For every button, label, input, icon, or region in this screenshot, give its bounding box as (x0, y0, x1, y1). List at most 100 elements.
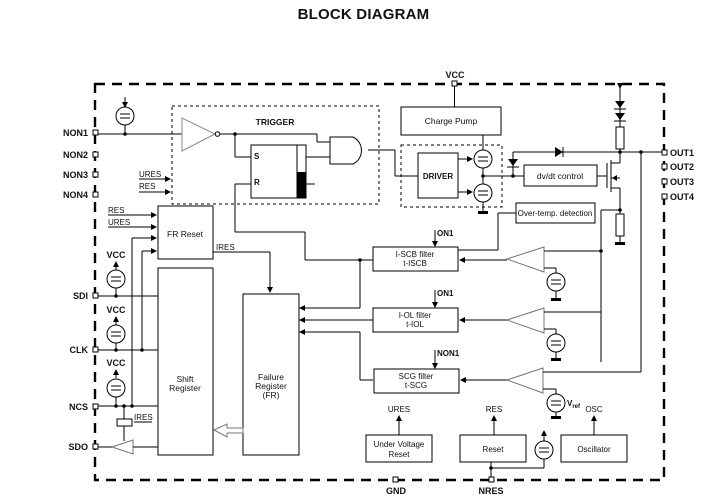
current-source-non1 (115, 106, 135, 126)
pin-clk: CLK (70, 345, 99, 355)
svg-text:GND: GND (386, 486, 407, 496)
svg-text:dv/dt control: dv/dt control (537, 171, 583, 181)
svg-text:t-SCG: t-SCG (405, 381, 427, 390)
vref-source (546, 393, 566, 413)
trigger-region (171, 105, 380, 205)
pin-out4: OUT4 (661, 192, 694, 202)
zener-diode-top-2 (615, 113, 625, 120)
iol-on-label: ON1 (437, 289, 454, 298)
trigger-res-label: RES (139, 182, 155, 191)
ncs-vcc-label: VCC (106, 358, 126, 368)
svg-text:NON3: NON3 (63, 170, 88, 180)
svg-text:NON4: NON4 (63, 190, 88, 200)
svg-text:OUT3: OUT3 (670, 177, 694, 187)
svg-text:t-IOL: t-IOL (406, 320, 424, 329)
driver-block: DRIVER (417, 152, 459, 199)
svg-text:Oscillator: Oscillator (577, 445, 611, 454)
svg-text:I-OL filter: I-OL filter (399, 311, 432, 320)
ires-switch (116, 418, 133, 427)
fr-reset-block: FR Reset (157, 205, 214, 260)
svg-text:OUT1: OUT1 (670, 148, 694, 158)
overtemp-block: Over-temp. detection (515, 202, 596, 224)
pin-non2: NON2 (63, 150, 99, 160)
reset-res-label: RES (486, 405, 502, 414)
reset-block: Reset (459, 434, 527, 463)
svg-text:R: R (254, 178, 260, 187)
pin-gnd: GND (386, 476, 407, 496)
svg-text:Register: Register (255, 381, 287, 391)
comparator-iol (505, 307, 545, 334)
failure-register-block: Failure Register (FR) (242, 293, 300, 456)
ires-ncs-label: IRES (134, 413, 153, 422)
pin-non4: NON4 (63, 190, 99, 200)
svg-text:NRES: NRES (478, 486, 503, 496)
resistor-top (615, 126, 625, 150)
svg-text:Charge Pump: Charge Pump (425, 116, 478, 126)
resistor-sense (615, 213, 625, 237)
comparator-scg (505, 367, 544, 394)
current-source-ncs (106, 378, 126, 398)
svg-text:Shift: Shift (176, 374, 194, 384)
svg-text:Failure: Failure (258, 372, 284, 382)
svg-text:NON1: NON1 (63, 128, 88, 138)
dvdt-control-block: dv/dt control (523, 164, 598, 187)
ires-label: IRES (216, 243, 235, 252)
trigger-label: TRIGGER (256, 117, 295, 127)
svg-text:SDI: SDI (73, 291, 88, 301)
trigger-ures-label: URES (139, 170, 161, 179)
iol-filter-block: I-OL filter t-IOL (372, 307, 459, 333)
scg-non-label: NON1 (437, 349, 460, 358)
pin-sdi: SDI (73, 291, 99, 301)
svg-text:FR Reset: FR Reset (167, 229, 204, 239)
frreset-ures-label: URES (108, 218, 130, 227)
svg-text:I-SCB filter: I-SCB filter (396, 250, 435, 259)
svg-text:VCC: VCC (445, 70, 465, 80)
svg-text:CLK: CLK (70, 345, 89, 355)
svg-text:S: S (254, 152, 260, 161)
current-source-driver-high (473, 149, 493, 169)
pin-out1: OUT1 (661, 148, 694, 158)
svg-text:SCG filter: SCG filter (399, 372, 434, 381)
diagram-title: BLOCK DIAGRAM (297, 6, 430, 23)
frreset-res-label: RES (108, 206, 124, 215)
clamp-diode (508, 159, 518, 166)
pin-out2: OUT2 (661, 162, 694, 172)
svg-text:OUT2: OUT2 (670, 162, 694, 172)
pin-ncs: NCS (69, 402, 99, 412)
oscillator-block: Oscillator (560, 434, 628, 463)
sdo-buffer (110, 439, 134, 455)
flip-flop: S R (250, 144, 307, 199)
svg-text:Over-temp. detection: Over-temp. detection (518, 209, 593, 218)
power-mosfet (606, 160, 620, 192)
svg-text:NCS: NCS (69, 402, 88, 412)
data-transfer-arrow (212, 423, 244, 438)
under-voltage-reset-block: Under Voltage Reset (365, 434, 433, 463)
comparator-iscb (505, 246, 545, 273)
current-source-driver-low (473, 183, 493, 203)
ground-symbol (478, 211, 488, 214)
svg-text:(FR): (FR) (263, 390, 280, 400)
pin-vcc: VCC (445, 70, 465, 107)
current-source-iscb (546, 272, 566, 292)
and-gate (329, 136, 362, 165)
svg-text:DRIVER: DRIVER (423, 172, 453, 181)
inverter (181, 117, 221, 152)
current-source-sdi (106, 269, 126, 289)
current-source-iol (546, 333, 566, 353)
pin-non3: NON3 (63, 170, 99, 180)
uv-ures-label: URES (388, 405, 410, 414)
svg-text:Register: Register (169, 383, 201, 393)
zener-diode (555, 147, 563, 157)
iscb-filter-block: I-SCB filter t-ISCB (372, 246, 459, 272)
svg-text:OUT4: OUT4 (670, 192, 694, 202)
pin-sdo: SDO (68, 442, 99, 452)
osc-label: OSC (585, 405, 603, 414)
sdi-vcc-label: VCC (106, 250, 126, 260)
svg-text:NON2: NON2 (63, 150, 88, 160)
svg-text:Reset: Reset (483, 445, 505, 454)
chip-outline (93, 82, 666, 482)
current-source-nres (534, 440, 554, 460)
charge-pump-block: Charge Pump (400, 106, 502, 136)
svg-text:Under Voltage: Under Voltage (374, 440, 425, 449)
clk-vcc-label: VCC (106, 305, 126, 315)
